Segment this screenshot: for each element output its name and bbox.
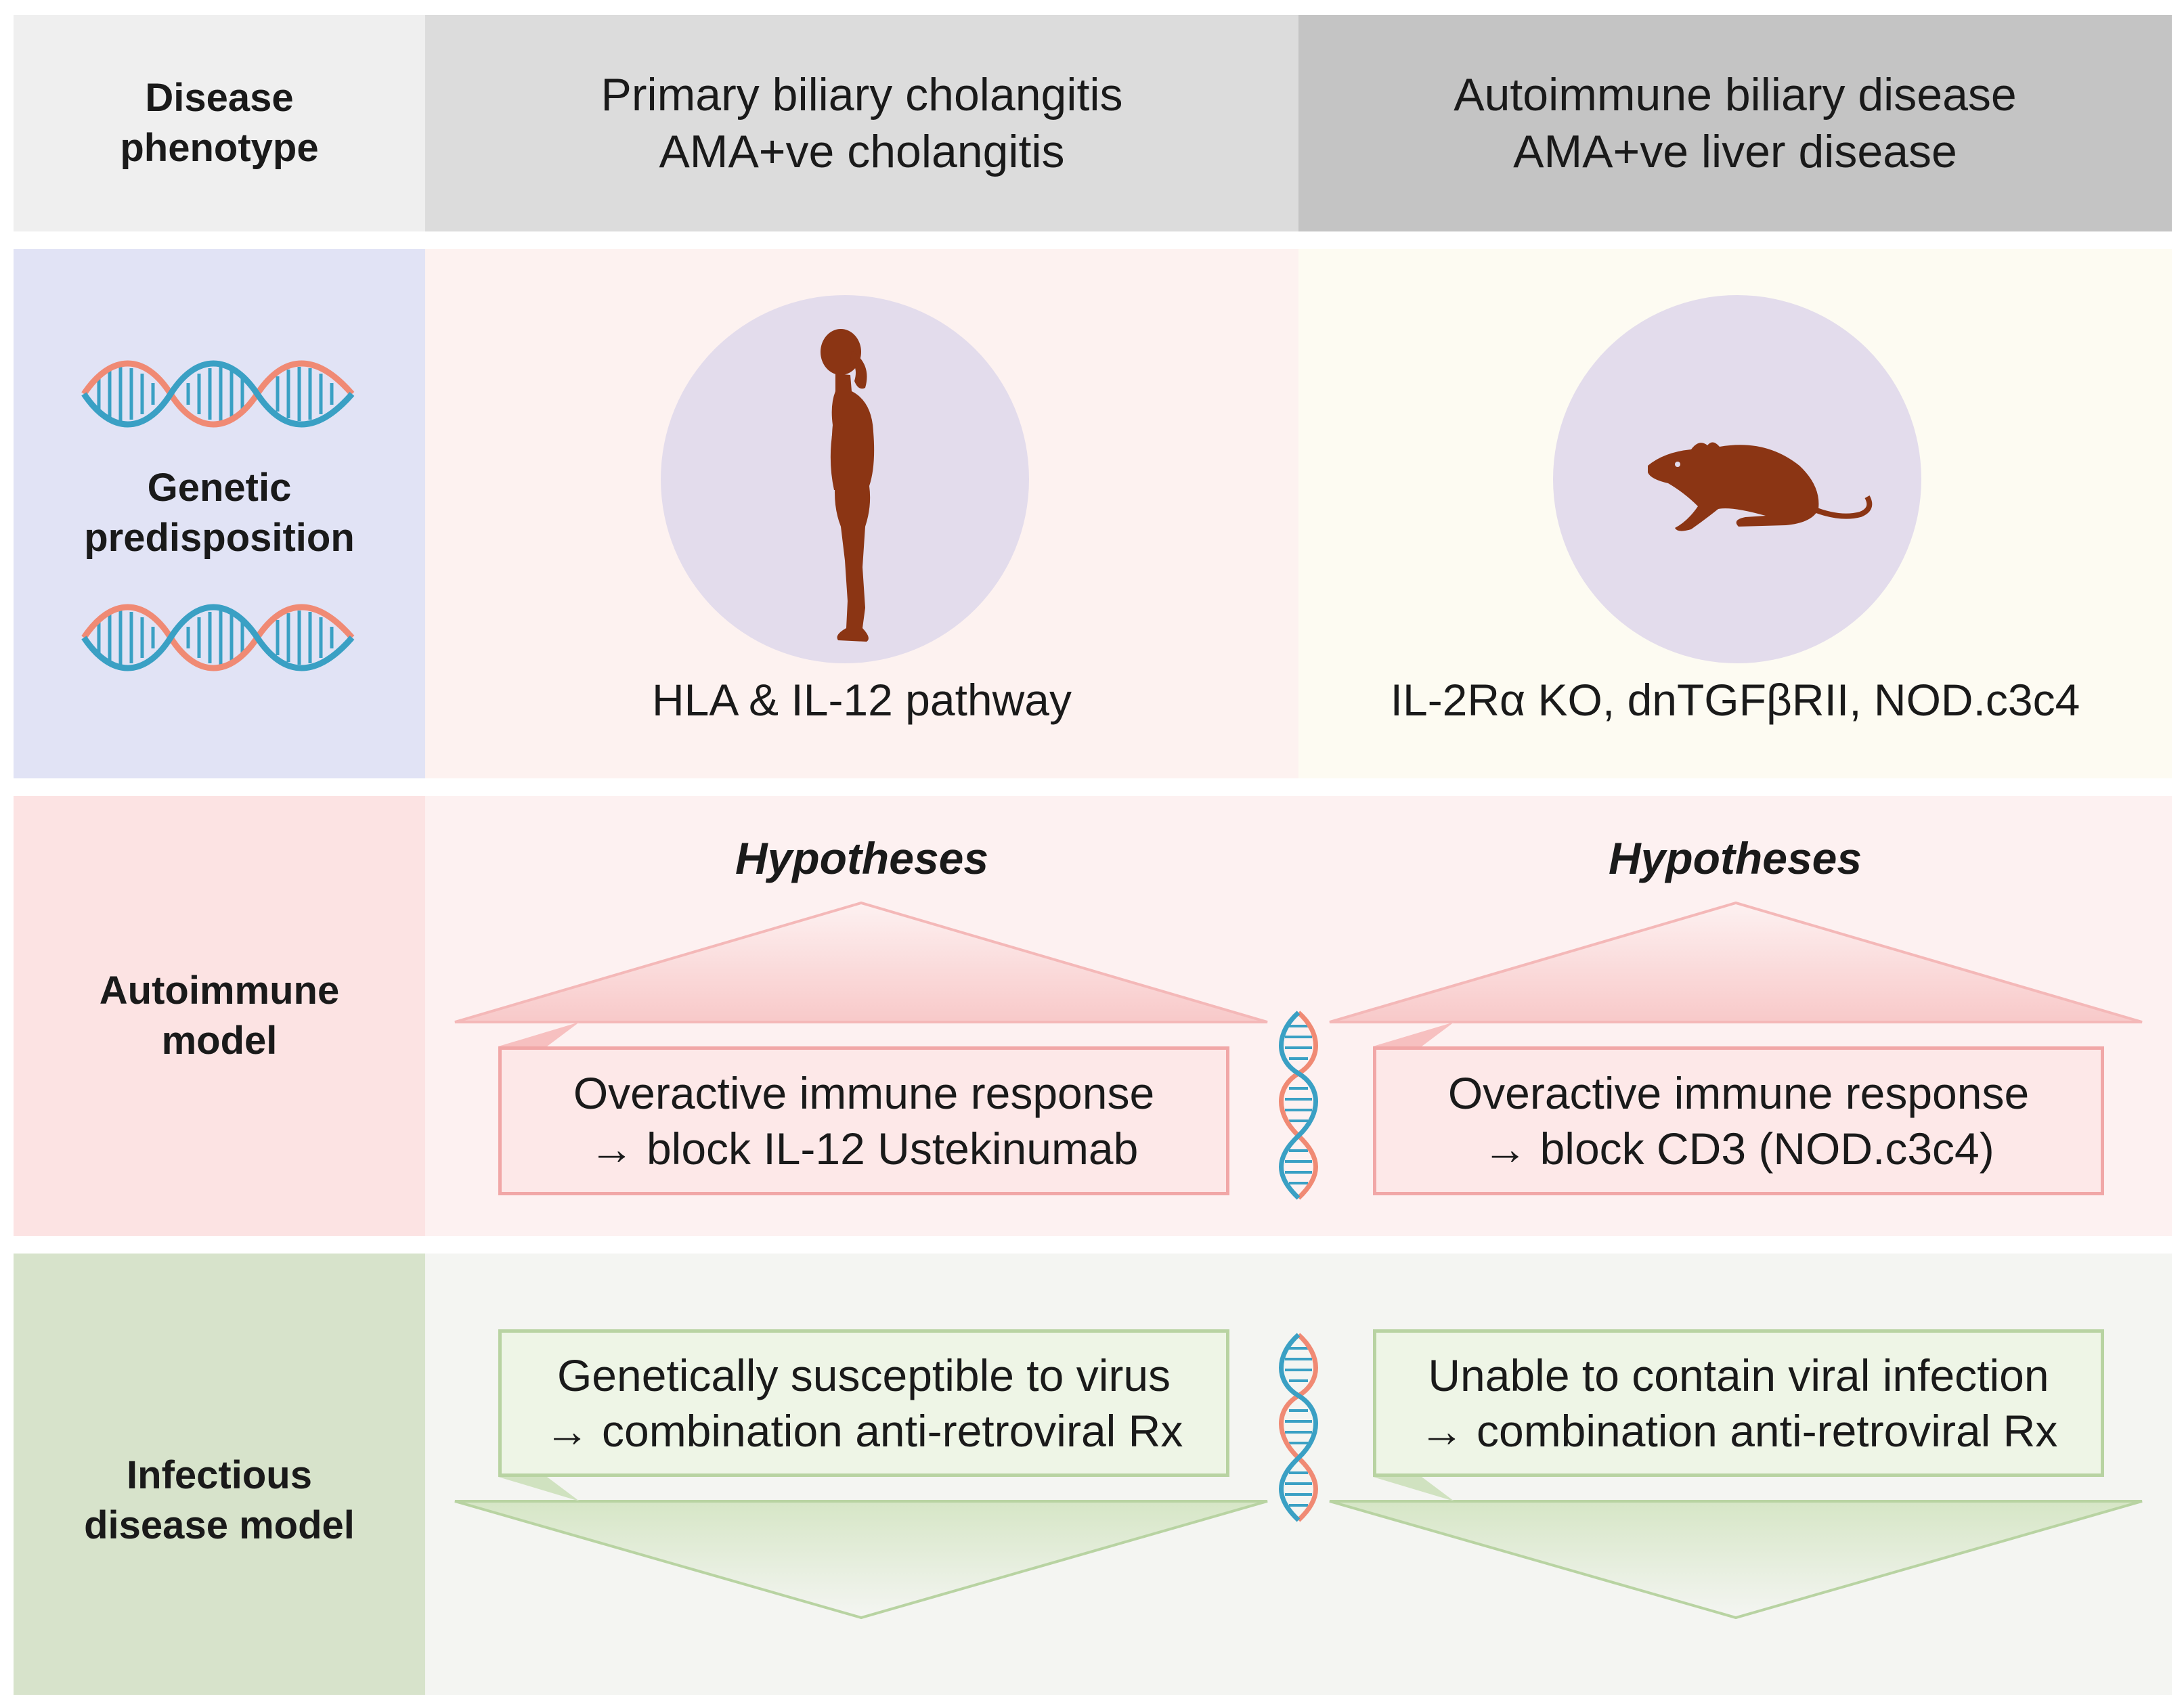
autoimmune-mouse-hypotheses: Hypotheses bbox=[1608, 833, 1862, 883]
autoimmune-row-label-cell: Autoimmune model bbox=[14, 796, 425, 1236]
infectious-human-box-line2: → combination anti-retroviral Rx bbox=[544, 1406, 1183, 1456]
autoimmune-hypothesis-triangles bbox=[454, 901, 2143, 1046]
header-human-cell: Primary biliary cholangitis AMA+ve chola… bbox=[425, 15, 1298, 231]
header-human-line1: Primary biliary cholangitis bbox=[600, 69, 1123, 120]
infectious-human-box-line1: Genetically susceptible to virus bbox=[556, 1350, 1171, 1400]
genetic-mouse-cell: IL-2Rα KO, dnTGFβRII, NOD.c3c4 bbox=[1298, 249, 2172, 778]
autoimmune-human-box-line2: → block IL-12 Ustekinumab bbox=[589, 1124, 1139, 1174]
infectious-human-box: Genetically susceptible to virus → combi… bbox=[498, 1329, 1229, 1477]
genetic-row-label-line2: predisposition bbox=[84, 516, 355, 560]
header-row-label-line2: phenotype bbox=[120, 126, 319, 170]
infectious-mouse-box-line1: Unable to contain viral infection bbox=[1428, 1350, 2049, 1400]
infectious-row-label-cell: Infectious disease model bbox=[14, 1254, 425, 1695]
header-mouse-line1: Autoimmune biliary disease bbox=[1454, 69, 2017, 120]
mouse-silhouette-icon bbox=[1553, 295, 1921, 663]
genetic-human-cell: HLA & IL-12 pathway bbox=[425, 249, 1298, 778]
infectious-row-label-line1: Infectious bbox=[127, 1453, 312, 1497]
header-mouse-line2: AMA+ve liver disease bbox=[1513, 126, 1957, 177]
infectious-mouse-box-line2: → combination anti-retroviral Rx bbox=[1419, 1406, 2058, 1456]
genetic-mouse-caption: IL-2Rα KO, dnTGFβRII, NOD.c3c4 bbox=[1390, 675, 2080, 725]
autoimmune-row-label-line2: model bbox=[161, 1019, 278, 1063]
human-silhouette-icon bbox=[661, 295, 1029, 663]
autoimmune-mouse-box: Overactive immune response → block CD3 (… bbox=[1373, 1046, 2104, 1195]
header-row-label-line1: Disease bbox=[145, 76, 294, 120]
infectious-content-cell: Genetically susceptible to virus → combi… bbox=[425, 1254, 2172, 1695]
header-mouse-cell: Autoimmune biliary disease AMA+ve liver … bbox=[1298, 15, 2172, 231]
autoimmune-mouse-box-line1: Overactive immune response bbox=[1447, 1068, 2030, 1118]
genetic-row-label-line1: Genetic bbox=[147, 466, 292, 510]
genetic-human-caption: HLA & IL-12 pathway bbox=[651, 675, 1072, 725]
autoimmune-content-cell: Hypotheses Hypotheses Overactive immune … bbox=[425, 796, 2172, 1236]
autoimmune-mouse-box-line2: → block CD3 (NOD.c3c4) bbox=[1483, 1124, 1994, 1174]
header-row-label-cell: Disease phenotype bbox=[14, 15, 425, 231]
autoimmune-row-label-line1: Autoimmune bbox=[99, 969, 340, 1013]
infectious-mouse-box: Unable to contain viral infection → comb… bbox=[1373, 1329, 2104, 1477]
genetic-row-label-cell: Genetic predisposition bbox=[14, 249, 425, 778]
autoimmune-human-box-line1: Overactive immune response bbox=[573, 1068, 1155, 1118]
autoimmune-human-box: Overactive immune response → block IL-12… bbox=[498, 1046, 1229, 1195]
header-human-line2: AMA+ve cholangitis bbox=[659, 126, 1065, 177]
autoimmune-human-hypotheses: Hypotheses bbox=[735, 833, 989, 883]
infectious-hypothesis-triangles bbox=[454, 1477, 2143, 1620]
infectious-row-label-line2: disease model bbox=[84, 1503, 355, 1547]
